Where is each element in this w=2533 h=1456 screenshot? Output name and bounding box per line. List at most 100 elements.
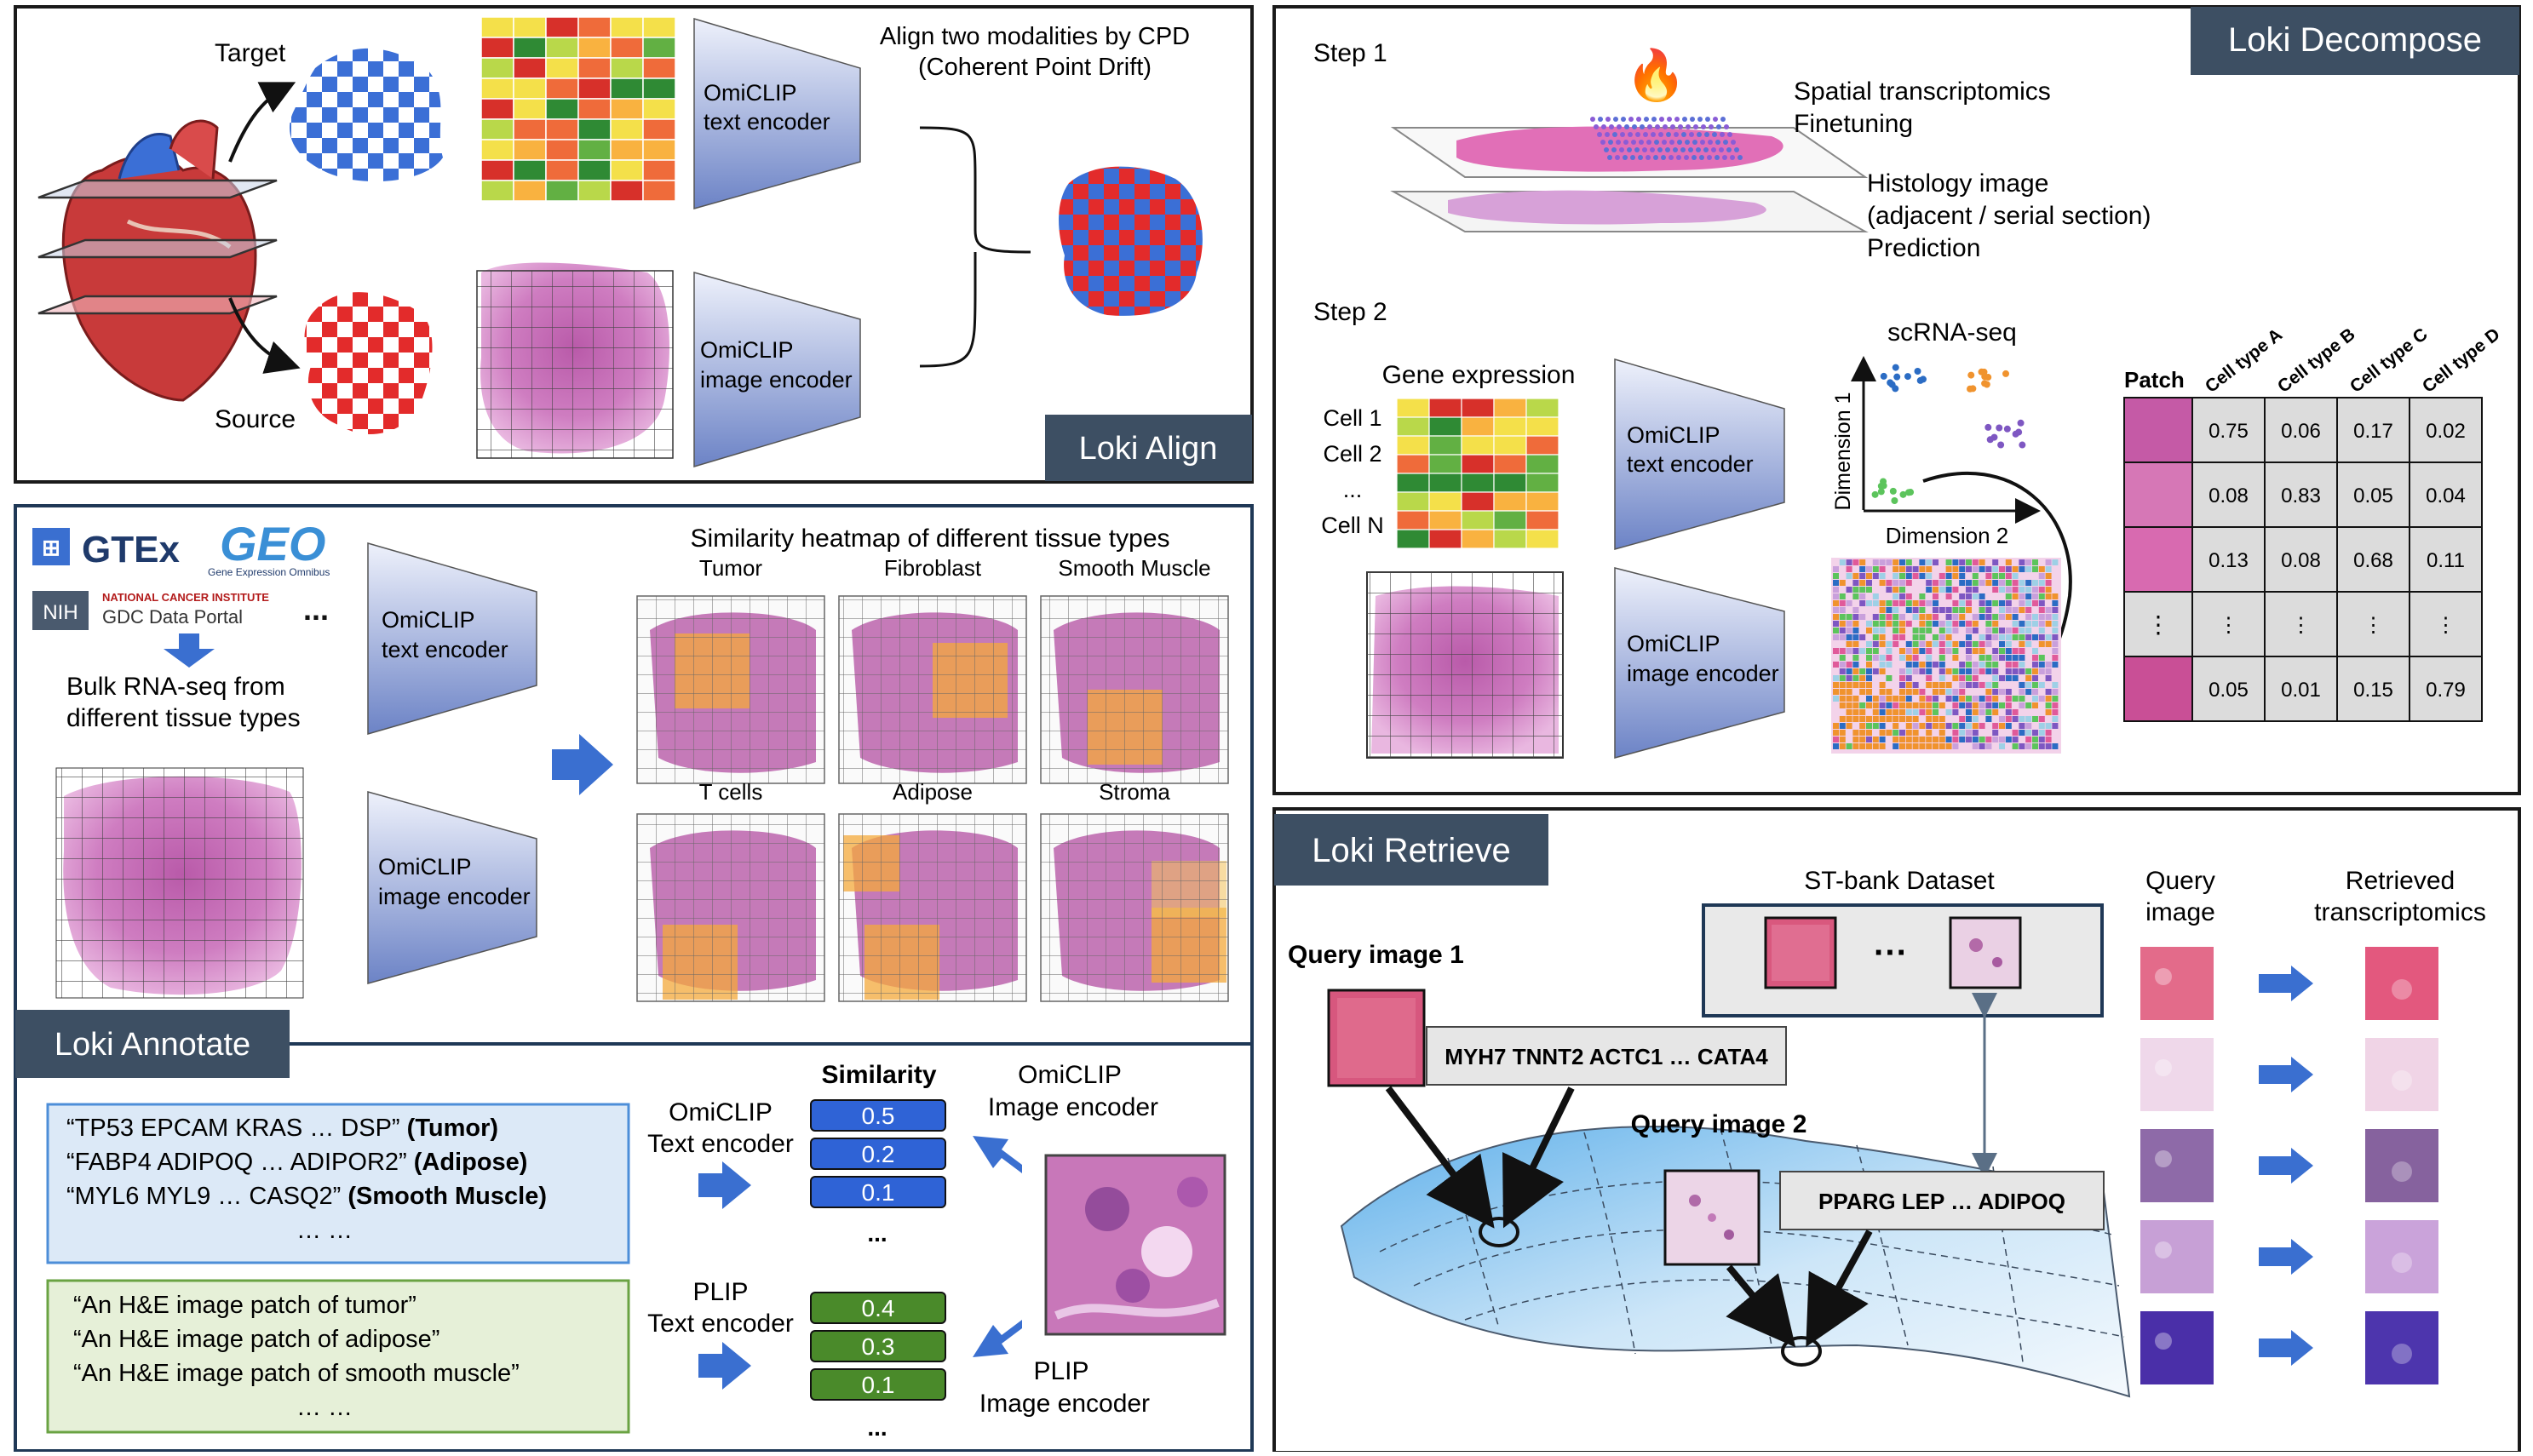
spatial-spot <box>2032 737 2038 742</box>
st-spot <box>1657 147 1663 152</box>
spatial-spot <box>1912 662 1919 668</box>
spatial-spot <box>1966 559 1972 565</box>
genes2-text: PPARG LEP … ADIPOQ <box>1818 1189 2065 1214</box>
spatial-spot <box>2032 682 2038 688</box>
spatial-spot <box>1893 716 1899 722</box>
spatial-spot <box>2019 607 2025 613</box>
heatmap-cell <box>577 118 612 140</box>
spatial-spot <box>2045 743 2052 749</box>
spatial-spot <box>1926 696 1933 702</box>
heatmap-cell <box>577 139 612 161</box>
spatial-spot <box>1939 716 1945 722</box>
heatmap-cell <box>513 118 547 140</box>
spatial-spot <box>1933 593 1939 599</box>
heatmap-cell <box>1461 491 1495 512</box>
st-spot <box>1731 140 1736 145</box>
spatial-spot <box>1879 702 1886 708</box>
heatmap-cell <box>1428 529 1462 549</box>
spatial-spot <box>1886 702 1893 708</box>
scatter-point <box>1980 368 1988 375</box>
spatial-spot <box>2025 621 2032 627</box>
spatial-spot <box>1945 743 1952 749</box>
st-spot <box>1669 155 1674 160</box>
st-spot <box>1730 155 1735 160</box>
spatial-spot <box>1833 593 1839 599</box>
spatial-spot <box>2012 668 2019 674</box>
spatial-spot <box>2019 689 2025 695</box>
scatter-point <box>1986 436 1994 444</box>
svg-text:NIH: NIH <box>43 601 78 624</box>
spatial-spot <box>1872 743 1879 749</box>
heatmap-grid-overlay <box>1041 814 1228 1001</box>
spatial-spot <box>1952 628 1959 633</box>
heatmap-cell <box>642 118 676 140</box>
st-spot <box>1723 140 1728 145</box>
spatial-spot <box>1992 655 1999 661</box>
spatial-spot <box>1866 716 1872 722</box>
spatial-spot <box>2032 648 2038 654</box>
retrieved-col-line2: transcriptomics <box>2314 898 2486 926</box>
spatial-spot <box>1919 600 1926 606</box>
spatial-spot <box>1972 730 1979 736</box>
spatial-spot <box>1999 655 2005 661</box>
spatial-spot <box>1985 641 1992 647</box>
gtex-logo: ⊞ GTEx <box>32 528 180 570</box>
svg-text:...: ... <box>303 592 329 627</box>
spatial-spot <box>2025 593 2032 599</box>
query-col-line2: image <box>2145 898 2215 926</box>
plip-prompts: “An H&E image patch of tumor”“An H&E ima… <box>73 1292 520 1421</box>
spatial-spot <box>1952 709 1959 715</box>
spatial-spot <box>2005 648 2012 654</box>
spatial-spot <box>1866 737 1872 742</box>
spatial-spot <box>1852 628 1859 633</box>
omiclip-text-arrow-icon <box>698 1161 751 1209</box>
spatial-spot <box>1905 593 1912 599</box>
table-cell <box>2264 656 2338 722</box>
spatial-spot <box>1872 737 1879 742</box>
omiclip-text-enc-line1: OmiCLIP <box>669 1098 773 1126</box>
retrieve-arrow-icon <box>2259 1330 2313 1366</box>
spatial-spot <box>1872 641 1879 647</box>
spatial-spot <box>1893 566 1899 572</box>
spatial-spot <box>1945 573 1952 579</box>
st-spot <box>1663 124 1668 129</box>
cell-labels: Cell 1 Cell 2 ... Cell N <box>1321 405 1384 538</box>
heatmap-cell <box>610 77 644 100</box>
spatial-spot <box>1899 559 1905 565</box>
spatial-spot <box>2045 641 2052 647</box>
spatial-spot <box>1985 566 1992 572</box>
panel-loki-retrieve: Loki Retrieve ST-bank Dataset ··· Que <box>1272 807 2521 1454</box>
spatial-spot <box>1979 559 1985 565</box>
spatial-spot <box>1852 593 1859 599</box>
st-spot <box>1627 147 1632 152</box>
spatial-spot <box>2038 730 2045 736</box>
spatial-spot <box>1939 662 1945 668</box>
panel-loki-annotate: ⊞ GTEx GEO Gene Expression Omnibus NIH N… <box>14 504 1254 1453</box>
spatial-spot <box>1979 641 1985 647</box>
spatial-spot <box>2012 593 2019 599</box>
spatial-spot <box>2005 689 2012 695</box>
spatial-spot <box>1886 607 1893 613</box>
spatial-spot <box>2045 662 2052 668</box>
spatial-spot <box>2012 621 2019 627</box>
st-spot <box>1711 147 1716 152</box>
spatial-spot <box>1926 641 1933 647</box>
spatial-spot <box>1985 621 1992 627</box>
spatial-spot <box>1985 689 1992 695</box>
tissue-type-label: Smooth Muscle <box>1058 555 1210 581</box>
spatial-spot <box>1905 573 1912 579</box>
patch-thumbnail <box>2123 591 2193 657</box>
spatial-spot <box>1992 723 1999 729</box>
spatial-spot <box>2032 621 2038 627</box>
gene-expression-title: Gene expression <box>1382 361 1576 389</box>
spatial-spot <box>1985 737 1992 742</box>
spatial-spot <box>1933 723 1939 729</box>
spatial-spot <box>1839 614 1846 620</box>
patch-texture <box>2155 1059 2172 1076</box>
spatial-spot <box>1899 743 1905 749</box>
omiclip-prompt-box <box>46 1103 630 1264</box>
scatter-point <box>1880 482 1887 490</box>
st-spot <box>1640 124 1645 129</box>
spatial-spot <box>1999 628 2005 633</box>
svg-text:NATIONAL CANCER INSTITUTE: NATIONAL CANCER INSTITUTE <box>102 591 269 604</box>
